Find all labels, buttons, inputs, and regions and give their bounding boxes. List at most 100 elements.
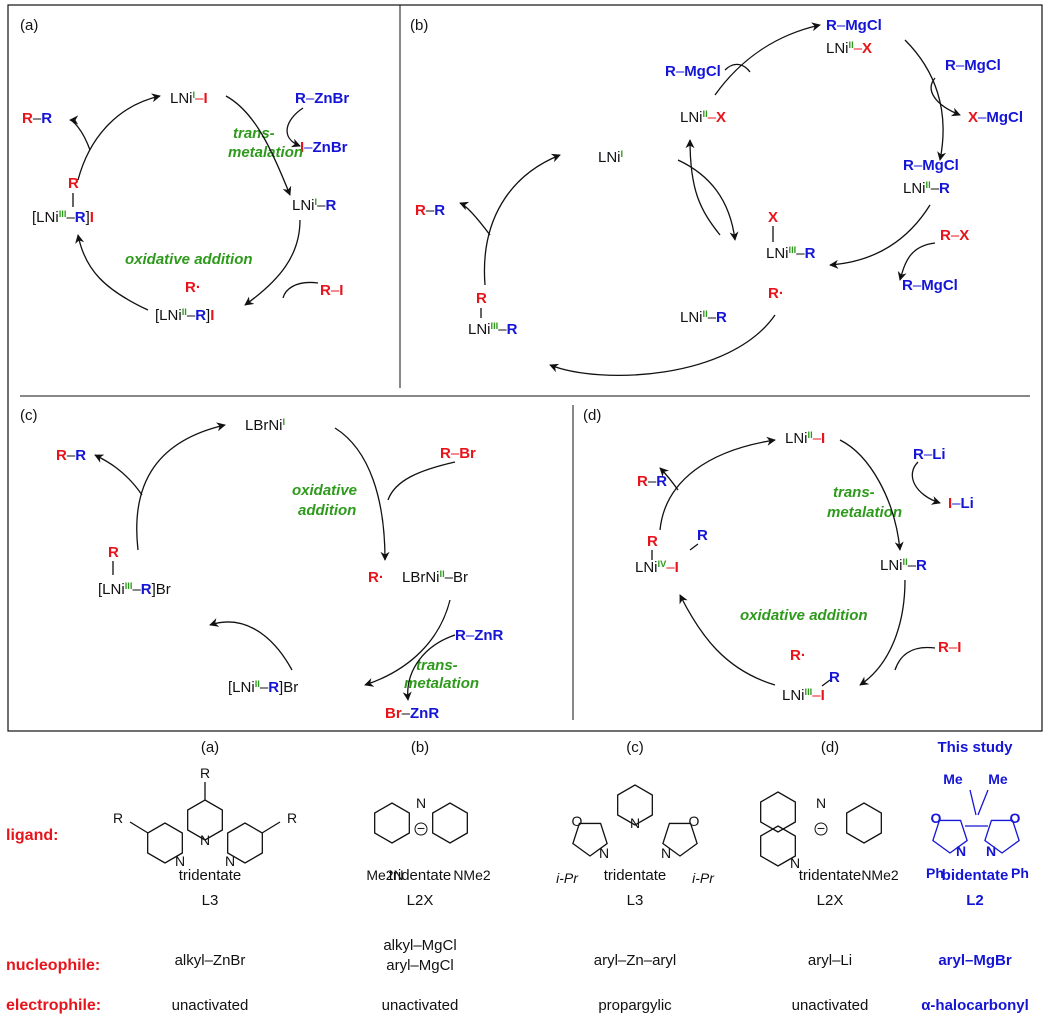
oxadd-label-d: oxidative addition <box>740 607 868 624</box>
r-i-electrophile-d: R–I <box>938 639 961 656</box>
arrow-b-rr <box>459 201 491 236</box>
quin-charge-circle <box>814 822 828 836</box>
electrophile-1: unactivated <box>382 997 459 1014</box>
pybox-n-right: N <box>661 845 671 861</box>
arrow-a-oxadd <box>244 219 301 306</box>
br-znr-byproduct: Br–ZnR <box>385 705 439 722</box>
panel-c-label: (c) <box>20 407 38 424</box>
ligand-type-2: L3 <box>627 892 644 909</box>
box-left-oxazoline <box>932 819 968 854</box>
nucleophile-2-0: aryl–Zn–aryl <box>594 952 677 969</box>
quin-ring-bottom <box>760 825 796 867</box>
arrow-a-rr-out <box>69 115 91 151</box>
oxidative-label: oxidative <box>292 482 357 499</box>
arrow-d-li <box>911 461 941 505</box>
lni-ii-r-bracket: [LNiII–R]I <box>155 307 214 324</box>
r-mgcl-top: R–MgCl <box>826 17 882 34</box>
pybox-n-py: N <box>630 815 640 831</box>
arrow-b-xmgcl <box>930 77 961 117</box>
r-r-product-a: R–R <box>22 110 52 127</box>
row-label-nucleophile: nucleophile: <box>6 957 100 974</box>
trans-label: trans- <box>233 125 275 142</box>
denticity-0: tridentate <box>179 867 242 884</box>
row-label-ligand: ligand: <box>6 827 58 844</box>
box-ph-left: Ph <box>926 865 944 881</box>
denticity-1: tridentate <box>389 867 452 884</box>
arrow-a-znbr-in <box>286 107 304 148</box>
bond-r-niiii-d <box>821 679 831 687</box>
addition-label: addition <box>298 502 356 519</box>
lni-ii-x-top: LNiII–X <box>826 40 872 57</box>
panel-d-label: (d) <box>583 407 601 424</box>
arrow-c-oxadd <box>334 427 390 561</box>
arrow-b-mid-up <box>685 139 721 236</box>
col-header-4: This study <box>937 739 1013 756</box>
pybox-pyridine <box>617 784 653 826</box>
r-r-product-b: R–R <box>415 202 445 219</box>
ligand-type-0: L3 <box>202 892 219 909</box>
arrow-b-mid-down <box>677 159 739 241</box>
electrophile-0: unactivated <box>172 997 249 1014</box>
col-header-0: (a) <box>201 739 219 756</box>
arrow-c-rr <box>94 454 143 496</box>
denticity-3: tridentate <box>799 867 862 884</box>
x-on-niiii: X <box>768 209 778 226</box>
quin-charge: − <box>817 820 825 836</box>
r-mgcl-complex: R–MgCl <box>903 157 959 174</box>
box-me-bond-right <box>977 789 989 816</box>
r-znbr-reagent: R–ZnBr <box>295 90 349 107</box>
i-li-byproduct: I–Li <box>948 495 974 512</box>
lni-iii-r-br: [LNiIII–R]Br <box>98 581 171 598</box>
pybox-ipr-right: i-Pr <box>692 870 715 886</box>
lni-i-b: LNiI <box>598 149 623 166</box>
lni-iii-r-product: LNiIII–R <box>468 321 518 338</box>
r-i-electrophile: R–I <box>320 282 343 299</box>
box-right-oxazoline <box>984 819 1020 854</box>
lni-ii-r-complex: LNiII–R <box>903 180 950 197</box>
arrow-b-left-up <box>483 153 561 286</box>
terpy-n-left: N <box>175 853 185 869</box>
terpy-n-right: N <box>225 853 235 869</box>
quin-nme2: NMe2 <box>861 867 899 883</box>
arrow-c-transmetalation <box>364 599 451 687</box>
pybox-o-left: O <box>572 813 583 829</box>
terpy-r-right: R <box>287 810 297 826</box>
amido-left-ring <box>374 802 410 844</box>
lni-ii-x: LNiII–X <box>680 109 726 126</box>
denticity-2: tridentate <box>604 867 667 884</box>
lbrni-ii-br: LBrNiII–Br <box>402 569 468 586</box>
arrow-c-left <box>209 618 293 671</box>
trans-label-d: trans- <box>833 484 875 501</box>
trans-label-c: trans- <box>416 657 458 674</box>
pybox-o-right: O <box>689 813 700 829</box>
arrow-d-transmetalation <box>839 439 904 551</box>
r-on-niiii: R <box>68 175 79 192</box>
box-o-left: O <box>931 810 942 826</box>
ligand-type-3: L2X <box>817 892 844 909</box>
box-n-right: N <box>986 843 996 859</box>
electrophile-2: propargylic <box>598 997 672 1014</box>
terpy-left-bond <box>129 821 149 834</box>
arrow-a-reductive <box>77 93 161 181</box>
box-ph-right: Ph <box>1011 865 1029 881</box>
lni-ii-r-br: [LNiII–R]Br <box>228 679 298 696</box>
x-mgcl-out: X–MgCl <box>968 109 1023 126</box>
radical-r-a: R· <box>185 279 201 296</box>
r-br-electrophile: R–Br <box>440 445 476 462</box>
arrow-d-oxadd <box>859 579 906 686</box>
pybox-n-left: N <box>599 845 609 861</box>
lni-iv-i: LNiIV–I <box>635 559 679 576</box>
terpy-r-top: R <box>200 765 210 781</box>
arrow-b-top <box>714 22 821 96</box>
r-r-product-c: R–R <box>56 447 86 464</box>
r-on-niiii-c: R <box>108 544 119 561</box>
arrow-d-left <box>679 594 776 686</box>
terpy-r-left: R <box>113 810 123 826</box>
metalation-label: metalation <box>228 144 303 161</box>
col-header-1: (b) <box>411 739 429 756</box>
nucleophile-4-0: aryl–MgBr <box>938 952 1012 969</box>
r-znr-reagent: R–ZnR <box>455 627 504 644</box>
lni-i-iodide: LNiI–I <box>170 90 208 107</box>
quin-aniline-ring <box>846 802 882 844</box>
